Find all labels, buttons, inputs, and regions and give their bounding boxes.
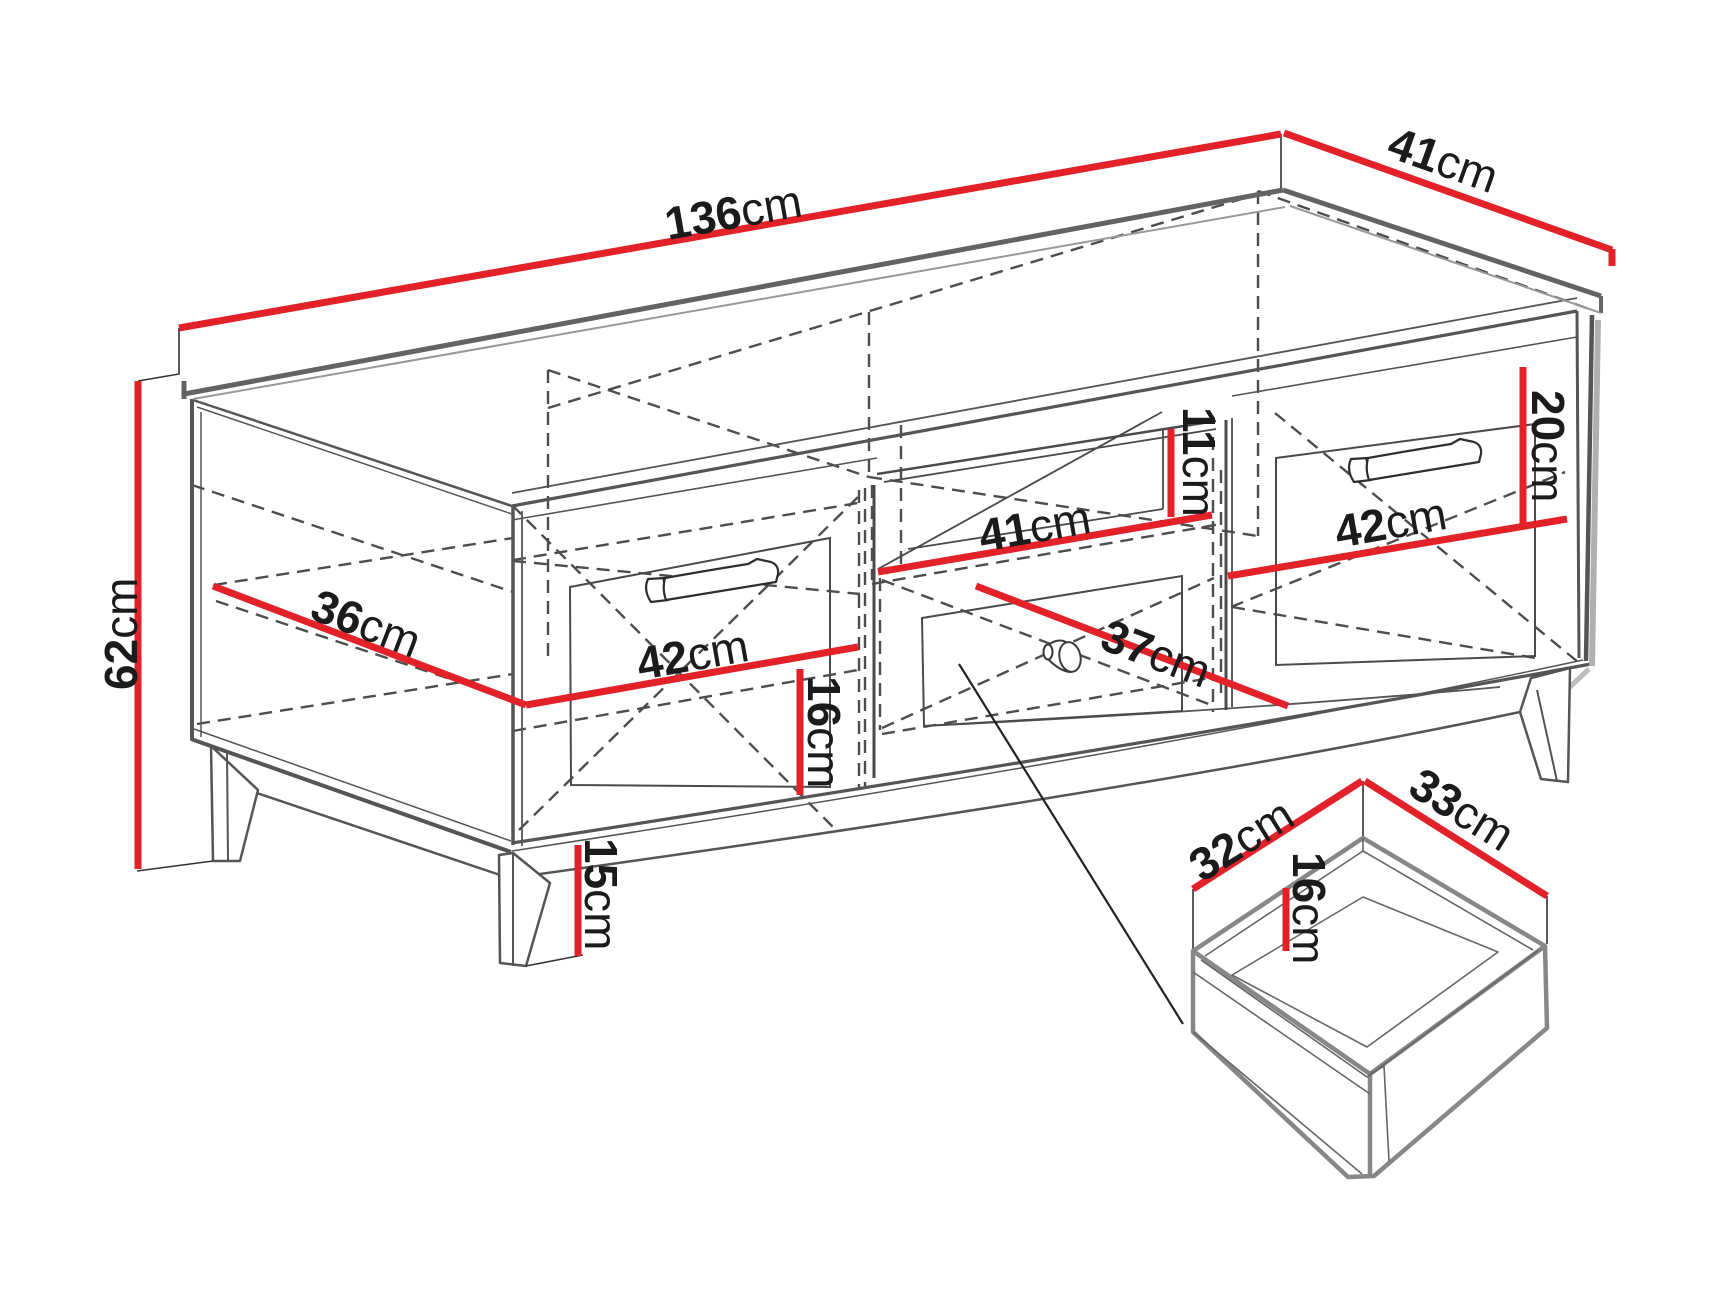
svg-text:20cm: 20cm [1522,390,1574,503]
svg-text:62cm: 62cm [95,578,147,691]
svg-text:15cm: 15cm [575,838,627,951]
svg-text:41cm: 41cm [975,491,1095,562]
svg-text:42cm: 42cm [1331,487,1451,558]
svg-text:16cm: 16cm [798,676,850,789]
svg-text:11cm: 11cm [1173,407,1225,517]
svg-text:42cm: 42cm [633,619,753,690]
svg-text:16cm: 16cm [1283,852,1335,965]
